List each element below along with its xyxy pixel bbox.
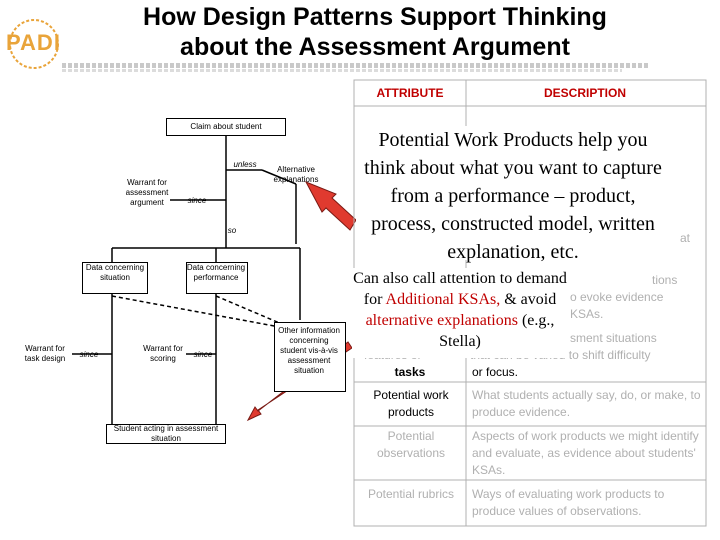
callout2-part3: (e.g., Stella) [439, 312, 555, 350]
partial-desc-2b: o evoke evidence [570, 290, 664, 304]
data-performance-label: Data concerning performance [186, 263, 246, 282]
row-rubrics-desc: Ways of evaluating work products to prod… [472, 487, 665, 518]
tasks-label: tasks [394, 365, 426, 379]
title-divider-2 [62, 69, 622, 72]
callout2-red2: alternative explanations [365, 312, 518, 329]
callout2-part1: Can also call attention to demand for [353, 270, 567, 308]
student-acting-box [106, 424, 226, 444]
row-work-products-desc: What students actually say, do, or make,… [472, 388, 701, 419]
data-situation-label: Data concerning situation [85, 263, 145, 282]
since-label-2: since [79, 350, 99, 359]
row-observations-desc: Aspects of work products we might identi… [472, 429, 699, 477]
data-situation-box [82, 262, 148, 294]
alternative-explanations-label: Alternative explanations [273, 165, 319, 184]
slide-title: How Design Patterns Support Thinking abo… [60, 2, 690, 62]
row-observations-attr: Potential observations [376, 429, 446, 460]
partial-desc-1: at [680, 231, 691, 245]
warrant-task-label: Warrant for task design [24, 344, 66, 363]
header-description: DESCRIPTION [543, 86, 626, 100]
warrant-scoring-label: Warrant for scoring [143, 344, 183, 363]
logo-text: PADI [6, 30, 61, 55]
padi-logo-icon [9, 19, 59, 69]
title-divider [62, 63, 650, 68]
claim-box [166, 118, 286, 136]
callout-additional-ksas: Can also call attention to demand for Ad… [352, 268, 568, 358]
row-work-products-attr: Potential work products [373, 388, 449, 419]
other-info-box [274, 322, 346, 392]
partial-desc-2a: tions [652, 273, 678, 287]
row-rubrics-attr: Potential rubrics [367, 487, 455, 501]
data-performance-box [186, 262, 248, 294]
since-label-1: since [187, 196, 207, 205]
partial-desc-3a: sment situations [570, 331, 657, 345]
since-label-3: since [193, 350, 213, 359]
callout2-part2: & avoid [500, 291, 557, 308]
claim-label: Claim about student [190, 122, 262, 131]
other-info-label: Other information concerning student vis… [278, 326, 340, 375]
unless-label: unless [233, 160, 257, 169]
warrant-assessment-label: Warrant for assessment argument [125, 178, 169, 207]
tasks-desc: or focus. [472, 365, 519, 379]
student-acting-label: Student acting in assessment situation [113, 424, 219, 443]
callout-work-products: Potential Work Products help you think a… [356, 126, 670, 263]
partial-desc-2c: KSAs. [570, 307, 604, 321]
title-line-2: about the Assessment Argument [180, 33, 570, 61]
so-label: so [227, 226, 237, 235]
title-line-1: How Design Patterns Support Thinking [143, 3, 607, 31]
header-attribute: ATTRIBUTE [376, 86, 444, 100]
callout2-red1: Additional KSAs, [385, 291, 501, 308]
